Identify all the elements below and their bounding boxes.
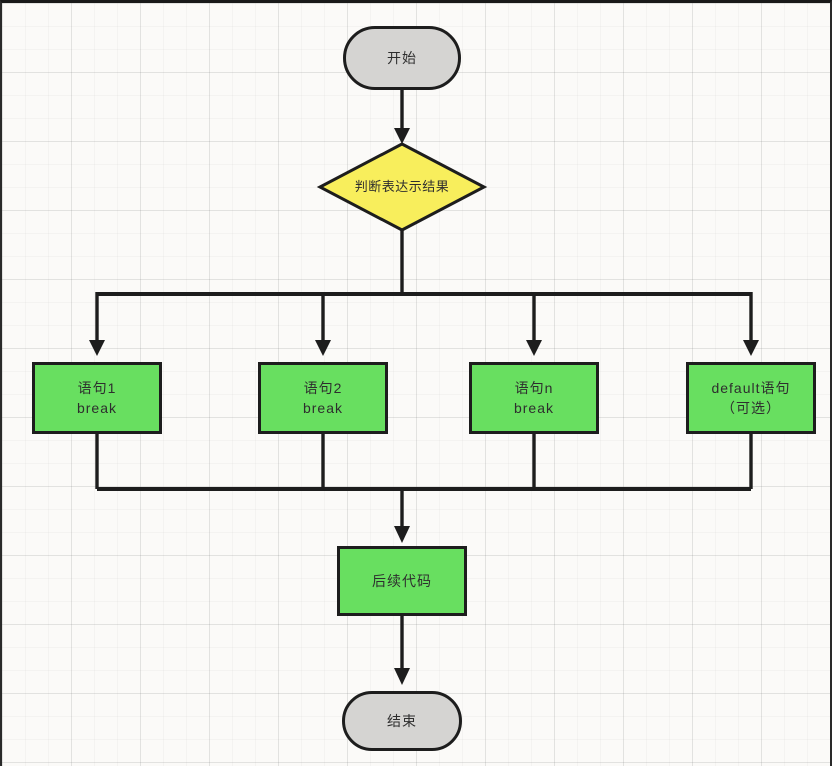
casen-node-title: 语句n [514, 379, 554, 396]
decision-node-label: 判断表达示结果 [354, 178, 450, 194]
arrowhead-into-decision [394, 128, 410, 144]
default-case-node: default语句 （可选） [686, 362, 816, 434]
flowchart-connectors [89, 90, 759, 685]
casen-node-break: break [513, 400, 555, 416]
start-node-label: 开始 [387, 49, 417, 66]
arrowhead-into-case2 [315, 340, 331, 356]
decision-node: 判断表达示结果 [320, 144, 484, 230]
arrowhead-into-end [394, 668, 410, 685]
arrowhead-into-casen [526, 340, 542, 356]
end-node-label: 结束 [387, 712, 417, 729]
case2-node-break: break [302, 400, 344, 416]
followup-node-label: 后续代码 [372, 572, 432, 589]
start-node: 开始 [343, 26, 461, 90]
case1-node-break: break [76, 400, 118, 416]
default-case-node-subtitle: （可选） [721, 400, 781, 416]
case2-node-title: 语句2 [303, 379, 343, 396]
case1-node: 语句1 break [32, 362, 162, 434]
casen-node: 语句n break [469, 362, 599, 434]
arrowhead-into-default [743, 340, 759, 356]
followup-node: 后续代码 [337, 546, 467, 616]
arrowhead-into-followup [394, 526, 410, 543]
end-node: 结束 [342, 691, 462, 751]
case2-node: 语句2 break [258, 362, 388, 434]
case1-node-title: 语句1 [77, 379, 117, 396]
arrowhead-into-case1 [89, 340, 105, 356]
default-case-node-title: default语句 [711, 379, 791, 396]
